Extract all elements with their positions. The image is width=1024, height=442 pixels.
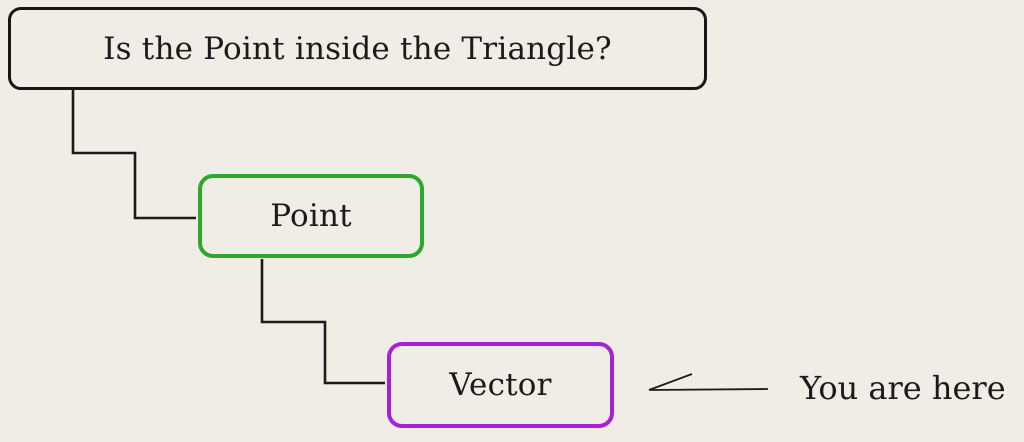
node-vector-label: Vector (449, 367, 552, 403)
node-question-label: Is the Point inside the Triangle? (103, 30, 612, 67)
connector-question-to-point (71, 90, 196, 220)
left-arrow-icon (648, 373, 769, 391)
node-vector: Vector (387, 342, 614, 428)
node-point: Point (198, 174, 424, 258)
you-are-here-label: You are here (800, 369, 1006, 407)
node-question: Is the Point inside the Triangle? (8, 7, 707, 90)
connector-point-to-vector (260, 259, 385, 385)
node-point-label: Point (270, 198, 352, 234)
